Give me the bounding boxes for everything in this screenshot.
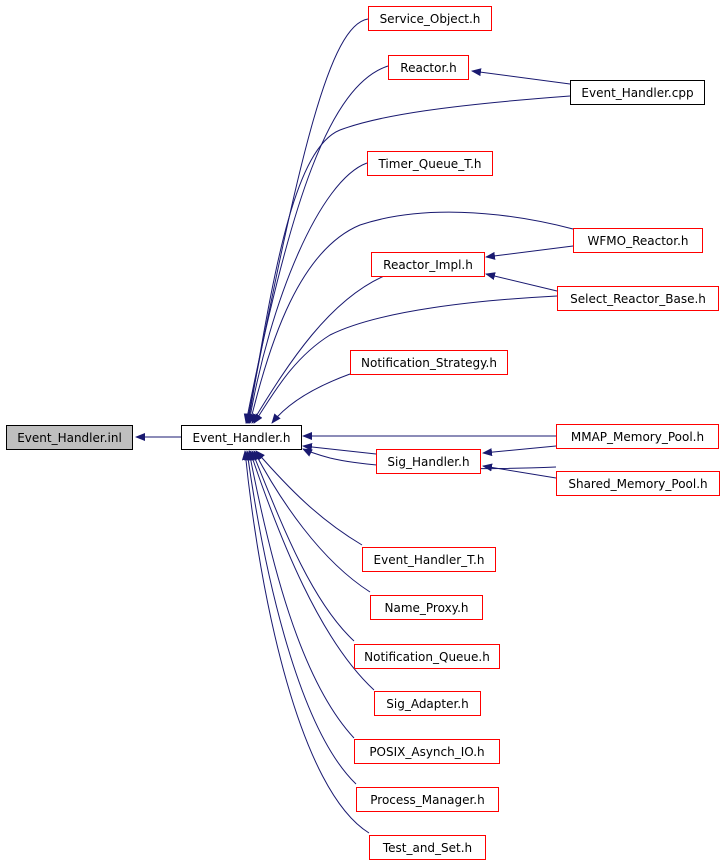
edge-event-handler-cpp — [245, 95, 571, 424]
node-select-reactor-base-h[interactable]: Select_Reactor_Base.h — [557, 286, 719, 311]
edge-cpp-to-reactor — [471, 68, 571, 85]
edge-process-manager — [244, 450, 357, 785]
edge-reactor-h — [243, 65, 389, 424]
edge-sig-handler — [302, 443, 377, 455]
edge-test-and-set — [241, 450, 370, 834]
node-reactor-impl-h[interactable]: Reactor_Impl.h — [371, 252, 485, 277]
node-timer-queue-t-h[interactable]: Timer_Queue_T.h — [367, 151, 493, 176]
node-event-handler-inl[interactable]: Event_Handler.inl — [6, 425, 133, 450]
edge-posix-asynch-io — [246, 450, 355, 739]
node-test-and-set-h[interactable]: Test_and_Set.h — [369, 835, 486, 860]
edge-name-proxy — [253, 450, 371, 593]
node-notification-queue-h[interactable]: Notification_Queue.h — [354, 644, 500, 669]
node-sig-handler-h[interactable]: Sig_Handler.h — [376, 449, 481, 474]
edge-mmap-to-sig-handler — [482, 445, 557, 457]
edge-wfmo-to-reactor-impl — [485, 245, 574, 260]
edge-timer-queue — [246, 162, 368, 424]
node-shared-memory-pool-h[interactable]: Shared_Memory_Pool.h — [556, 471, 720, 496]
edge-service-object — [244, 18, 369, 424]
node-event-handler-h[interactable]: Event_Handler.h — [181, 425, 302, 450]
node-sig-adapter-h[interactable]: Sig_Adapter.h — [374, 691, 481, 716]
node-mmap-memory-pool-h[interactable]: MMAP_Memory_Pool.h — [556, 424, 719, 449]
edge-notification-strategy — [271, 373, 351, 424]
edge-event-handler-t — [255, 450, 363, 546]
edge-shared-to-sig-handler — [482, 463, 557, 479]
node-reactor-h[interactable]: Reactor.h — [388, 55, 469, 80]
edge-select-to-reactor-impl — [485, 272, 558, 292]
node-event-handler-cpp[interactable]: Event_Handler.cpp — [570, 80, 705, 105]
node-notification-strategy-h[interactable]: Notification_Strategy.h — [350, 350, 508, 375]
edge-wfmo-reactor — [248, 211, 574, 424]
edge-reactor-impl — [251, 275, 385, 424]
node-name-proxy-h[interactable]: Name_Proxy.h — [370, 595, 483, 620]
node-posix-asynch-io-h[interactable]: POSIX_Asynch_IO.h — [354, 739, 500, 764]
edge-select-reactor-base — [253, 295, 558, 424]
node-event-handler-t-h[interactable]: Event_Handler_T.h — [362, 547, 496, 572]
node-process-manager-h[interactable]: Process_Manager.h — [356, 787, 499, 812]
edge-notification-queue — [251, 450, 355, 642]
node-wfmo-reactor-h[interactable]: WFMO_Reactor.h — [573, 228, 703, 253]
node-service-object-h[interactable]: Service_Object.h — [368, 6, 492, 31]
